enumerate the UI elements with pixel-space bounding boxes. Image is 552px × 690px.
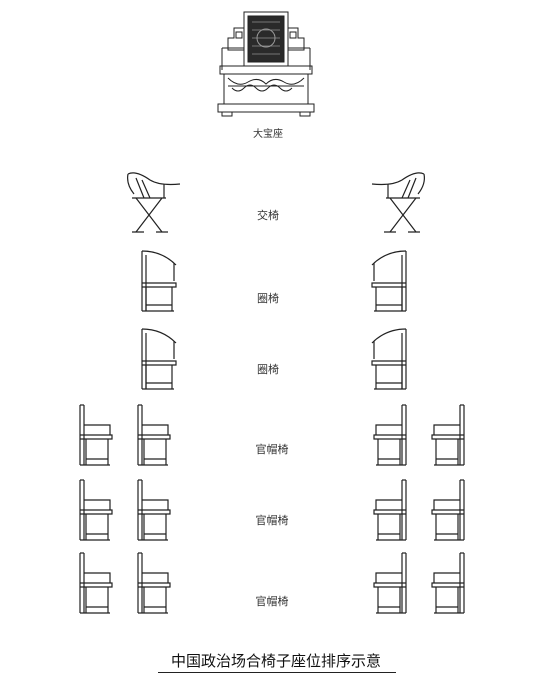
throne-drawing bbox=[214, 8, 318, 120]
round-chair-left-2 bbox=[134, 325, 180, 395]
official-chair-l3-b bbox=[134, 551, 174, 615]
official-chair-l3-a bbox=[76, 551, 116, 615]
official-chair-r1-a bbox=[370, 403, 410, 467]
official-chair-l1-b bbox=[134, 403, 174, 467]
official-chair-l2-a bbox=[76, 478, 116, 542]
round-chair-right-2 bbox=[368, 325, 414, 395]
diagram-caption: 中国政治场合椅子座位排序示意 bbox=[170, 652, 382, 670]
label-official-chair-1: 官帽椅 bbox=[255, 443, 289, 456]
round-chair-right-1 bbox=[368, 247, 414, 317]
folding-chair-right bbox=[366, 168, 430, 236]
official-chair-r2-a bbox=[370, 478, 410, 542]
caption-underline bbox=[158, 672, 396, 673]
official-chair-r1-b bbox=[428, 403, 468, 467]
official-chair-r3-b bbox=[428, 551, 468, 615]
label-official-chair-3: 官帽椅 bbox=[255, 595, 289, 608]
label-folding-chair: 交椅 bbox=[257, 209, 279, 222]
label-official-chair-2: 官帽椅 bbox=[255, 514, 289, 527]
folding-chair-left bbox=[122, 168, 186, 236]
official-chair-l2-b bbox=[134, 478, 174, 542]
official-chair-r2-b bbox=[428, 478, 468, 542]
label-round-chair-1: 圈椅 bbox=[257, 292, 279, 305]
round-chair-left-1 bbox=[134, 247, 180, 317]
official-chair-r3-a bbox=[370, 551, 410, 615]
official-chair-l1-a bbox=[76, 403, 116, 467]
label-throne: 大宝座 bbox=[253, 129, 283, 140]
label-round-chair-2: 圈椅 bbox=[257, 363, 279, 376]
